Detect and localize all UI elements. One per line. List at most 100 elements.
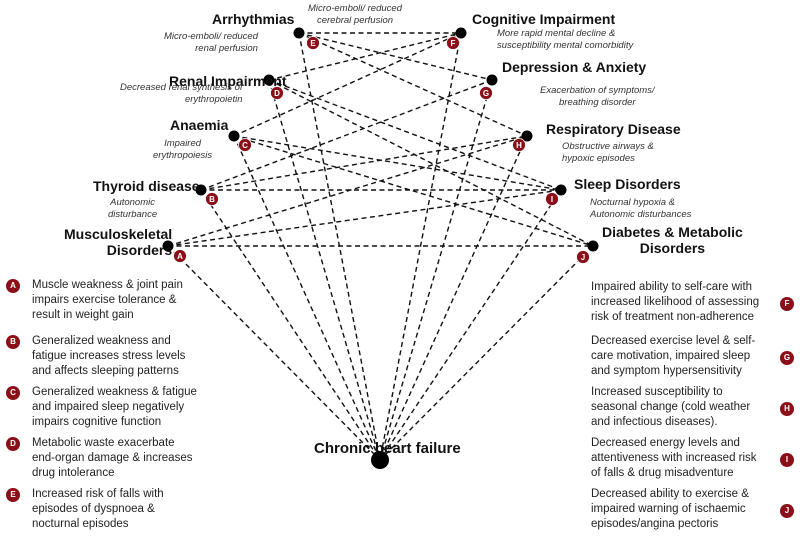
edges — [167, 32, 594, 461]
legend-item-g: Decreased exercise level & self- care mo… — [591, 334, 794, 379]
mechanism-anaemia: Impaired erythropoiesis — [153, 138, 213, 161]
badge-arrhythmias — [306, 36, 320, 50]
label-depression-anxiety: Depression & Anxiety — [502, 59, 647, 75]
badge-musculo — [173, 249, 187, 263]
mechanism-depression: Exacerbation of symptoms/ breathing diso… — [540, 85, 655, 108]
legend-item-c: C Generalized weakness & fatigue and imp… — [6, 385, 217, 430]
badge-letter-thyroid: B — [209, 195, 215, 204]
node-depression — [486, 74, 498, 86]
node-musculo — [162, 240, 174, 252]
label-anaemia: Anaemia — [170, 117, 229, 133]
node-chronic-heart-failure — [371, 451, 389, 469]
label-thyroid-disease: Thyroid disease — [93, 178, 200, 194]
badge-letter-renal: D — [274, 89, 280, 98]
badge-letter-anaemia: C — [242, 141, 248, 150]
mechanism-respiratory: Obstructive airways & hypoxic episodes — [562, 141, 654, 164]
legend-badge-c: C — [6, 386, 20, 400]
legend-badge-f: F — [780, 297, 794, 311]
badge-letter-sleep: I — [551, 195, 553, 204]
label-sleep-disorders: Sleep Disorders — [574, 176, 681, 192]
legend-badge-d: D — [6, 437, 20, 451]
edge-musculo-respiratory — [167, 135, 528, 247]
mechanism-center-top: Micro-emboli/ reduced cerebral perfusion — [308, 3, 402, 26]
node-thyroid — [195, 184, 207, 196]
edge-thyroid-depression — [200, 79, 493, 191]
label-chronic-heart-failure: Chronic heart failure — [314, 440, 461, 457]
legend-text-e: Increased risk of falls with episodes of… — [32, 488, 164, 530]
edge-anaemia-cognitive — [233, 32, 462, 137]
edge-renal-hub — [268, 79, 381, 461]
edge-renal-sleep — [268, 79, 562, 191]
legend-badge-j: J — [780, 504, 794, 518]
label-cognitive-impairment: Cognitive Impairment — [472, 11, 616, 27]
edge-musculo-sleep — [167, 189, 562, 247]
edge-depression-hub — [379, 79, 493, 461]
legend-badge-h: H — [780, 402, 794, 416]
edge-arrhythmias-respiratory — [298, 32, 528, 137]
legend-text-g: Decreased exercise level & self- care mo… — [591, 335, 756, 377]
legend-text-j: Decreased ability to exercise & impaired… — [591, 488, 749, 530]
edge-respiratory-hub — [379, 135, 528, 461]
legend-item-j: Decreased ability to exercise & impaired… — [591, 487, 794, 532]
edge-sleep-hub — [379, 189, 562, 461]
node-anaemia — [228, 130, 240, 142]
legend-item-e: E Increased risk of falls with episodes … — [6, 487, 217, 532]
badge-letter-arrhythmias: E — [310, 39, 316, 48]
badge-letter-cognitive: F — [451, 39, 456, 48]
node-sleep — [555, 184, 567, 196]
node-diabetes — [587, 240, 599, 252]
legend-badge-g: G — [780, 351, 794, 365]
edge-thyroid-hub — [200, 189, 381, 461]
badge-letter-diabetes: J — [581, 253, 585, 262]
legend-item-b: B Generalized weakness and fatigue incre… — [6, 334, 217, 379]
label-arrhythmias: Arrhythmias — [212, 11, 295, 27]
badge-letter-musculo: A — [177, 252, 183, 261]
mechanism-cognitive: More rapid mental decline & susceptibili… — [497, 28, 634, 51]
edge-arrhythmias-hub — [298, 32, 381, 461]
legend-text-h: Increased susceptibility to seasonal cha… — [591, 386, 751, 428]
legend-badge-b: B — [6, 335, 20, 349]
legend-text-b: Generalized weakness and fatigue increas… — [32, 335, 186, 377]
badge-diabetes — [576, 250, 590, 264]
edge-anaemia-diabetes — [233, 135, 594, 247]
node-arrhythmias — [293, 27, 305, 39]
mechanism-renal: Decreased renal synthesis of erythropoie… — [120, 82, 243, 105]
label-diabetes-metabolic: Diabetes & Metabolic Disorders — [602, 224, 743, 256]
edge-thyroid-respiratory — [200, 135, 528, 191]
legend-text-f: Impaired ability to self-care with incre… — [591, 281, 760, 323]
badge-letter-depression: G — [483, 89, 489, 98]
edge-anaemia-sleep — [233, 135, 562, 191]
badge-thyroid — [205, 192, 219, 206]
badge-sleep — [545, 192, 559, 206]
edge-renal-cognitive — [268, 32, 462, 81]
legend-text-c: Generalized weakness & fatigue and impai… — [32, 386, 197, 428]
node-respiratory — [521, 130, 533, 142]
mechanism-arrhythmias: Micro-emboli/ reduced renal perfusion — [164, 31, 258, 54]
legend-badge-e: E — [6, 488, 20, 502]
edge-anaemia-hub — [233, 135, 381, 461]
badge-depression — [479, 86, 493, 100]
badge-anaemia — [238, 138, 252, 152]
legend-badge-i: I — [780, 453, 794, 467]
edge-arrhythmias-depression — [298, 32, 493, 81]
edge-cognitive-hub — [379, 32, 462, 461]
edge-musculo-hub — [167, 245, 381, 461]
badge-respiratory — [512, 138, 526, 152]
legend-item-a: A Muscle weakness & joint pain impairs e… — [6, 278, 217, 323]
mechanism-thyroid: Autonomic disturbance — [108, 197, 158, 220]
legend-text-a: Muscle weakness & joint pain impairs exe… — [32, 279, 183, 321]
legend-item-i: Decreased energy levels and attentivenes… — [591, 436, 794, 481]
label-respiratory-disease: Respiratory Disease — [546, 121, 681, 137]
legend-text-d: Metabolic waste exacerbate end-organ dam… — [32, 437, 193, 479]
node-cognitive — [455, 27, 467, 39]
badge-cognitive — [446, 36, 460, 50]
legend-text-i: Decreased energy levels and attentivenes… — [591, 437, 757, 479]
legend-item-f: Impaired ability to self-care with incre… — [591, 280, 794, 325]
badge-renal — [270, 86, 284, 100]
node-renal — [263, 74, 275, 86]
legend-badge-a: A — [6, 279, 20, 293]
mechanism-sleep: Nocturnal hypoxia & Autonomic disturbanc… — [590, 197, 692, 220]
legend-item-h: Increased susceptibility to seasonal cha… — [591, 385, 794, 430]
